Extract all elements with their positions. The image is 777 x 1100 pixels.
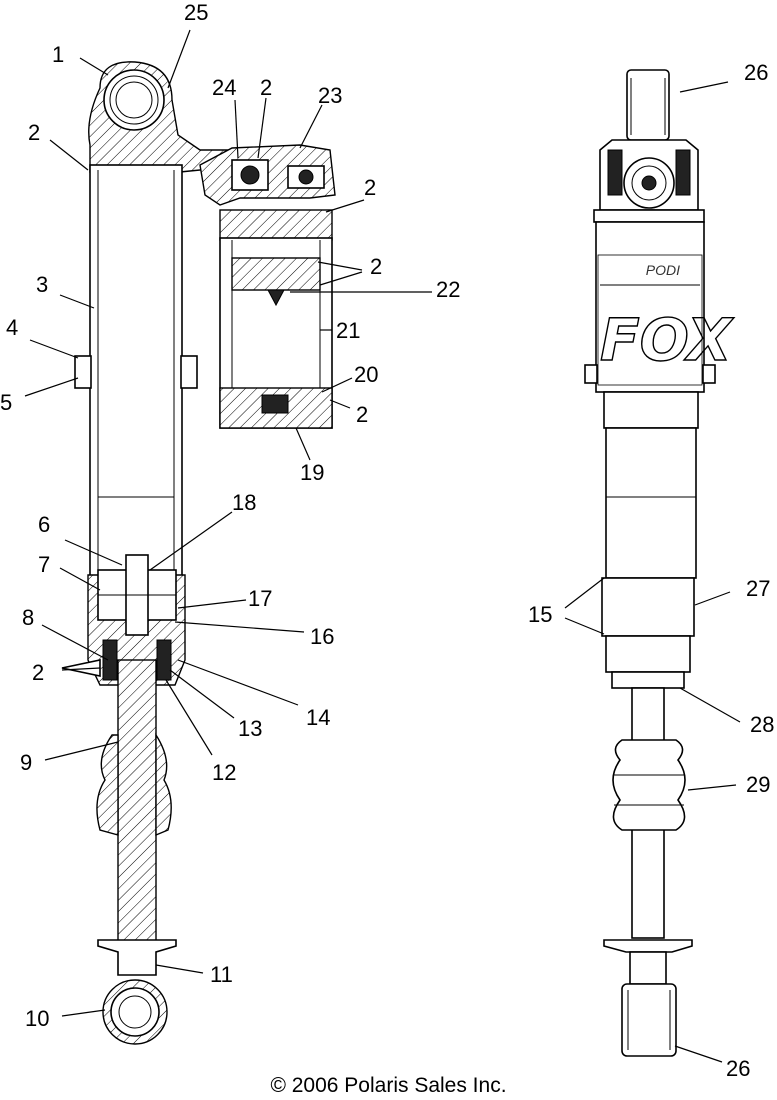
exterior-shock-view: PODI FOX bbox=[584, 69, 736, 1057]
reservoir-cap bbox=[219, 209, 333, 241]
callout-26: 26 bbox=[726, 1056, 750, 1081]
callout-24: 24 bbox=[212, 75, 236, 100]
callout-27: 27 bbox=[746, 576, 770, 601]
bottom-washer-exterior bbox=[603, 939, 693, 953]
callout-11: 11 bbox=[210, 962, 233, 987]
callout-numbers: 1 25 24 2 23 2 2 3 2 22 4 21 5 20 2 19 1… bbox=[0, 0, 774, 1081]
callout-6: 6 bbox=[38, 512, 50, 537]
body-tube-exterior bbox=[603, 391, 699, 429]
spring-clip-right bbox=[180, 355, 198, 389]
callout-2: 2 bbox=[32, 660, 44, 685]
shaft bbox=[117, 659, 157, 946]
decal-model: PODI bbox=[646, 262, 680, 278]
bumper-exterior bbox=[612, 739, 686, 831]
top-bushing-exterior bbox=[626, 69, 670, 141]
top-eyelet-bushing bbox=[103, 69, 165, 131]
decal-brand: FOX bbox=[600, 306, 735, 374]
callout-21: 21 bbox=[336, 318, 360, 343]
callout-10: 10 bbox=[25, 1006, 49, 1031]
reservoir-section bbox=[219, 209, 333, 429]
callout-2: 2 bbox=[364, 175, 376, 200]
callout-20: 20 bbox=[354, 362, 378, 387]
fox-decal bbox=[597, 254, 703, 386]
callout-26: 26 bbox=[744, 60, 768, 85]
callout-15: 15 bbox=[528, 602, 552, 627]
callout-7: 7 bbox=[38, 552, 50, 577]
callout-9: 9 bbox=[20, 750, 32, 775]
bearing-housing-exterior bbox=[601, 577, 695, 637]
callout-19: 19 bbox=[300, 460, 324, 485]
callout-2: 2 bbox=[370, 254, 382, 279]
callout-8: 8 bbox=[22, 605, 34, 630]
callout-17: 17 bbox=[248, 586, 272, 611]
callout-22: 22 bbox=[436, 277, 460, 302]
callout-25: 25 bbox=[184, 0, 208, 25]
callout-5: 5 bbox=[0, 390, 12, 415]
copyright-notice: © 2006 Polaris Sales Inc. bbox=[270, 1074, 507, 1097]
leader-lines bbox=[24, 29, 741, 1063]
bottom-out-bumper bbox=[96, 734, 119, 836]
callout-14: 14 bbox=[306, 705, 330, 730]
bottom-bushing-exterior bbox=[621, 983, 677, 1057]
shock-body-tube bbox=[89, 164, 183, 586]
callout-2: 2 bbox=[356, 402, 368, 427]
sectioned-shock-view bbox=[61, 61, 336, 1045]
callout-2: 2 bbox=[260, 75, 272, 100]
bottom-washer bbox=[97, 939, 177, 976]
callout-1: 1 bbox=[52, 42, 64, 67]
callout-12: 12 bbox=[212, 760, 236, 785]
callout-23: 23 bbox=[318, 83, 342, 108]
ifp-piston bbox=[231, 257, 321, 291]
callout-3: 3 bbox=[36, 272, 48, 297]
callout-18: 18 bbox=[232, 490, 256, 515]
callout-28: 28 bbox=[750, 712, 774, 737]
callout-16: 16 bbox=[310, 624, 334, 649]
callout-13: 13 bbox=[238, 716, 262, 741]
callout-2: 2 bbox=[28, 120, 40, 145]
spring-clip-left bbox=[74, 355, 92, 389]
callout-4: 4 bbox=[6, 315, 18, 340]
callout-29: 29 bbox=[746, 772, 770, 797]
seal-exterior bbox=[611, 671, 685, 689]
